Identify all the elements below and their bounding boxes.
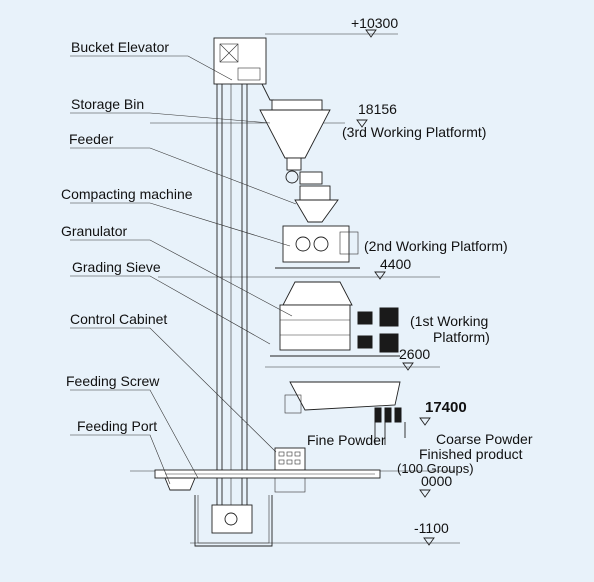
- label-granulator: Granulator: [61, 223, 128, 239]
- label-grading-sieve: Grading Sieve: [72, 259, 161, 275]
- storage-bin-drawing: [259, 99, 331, 171]
- label-bucket-elevator: Bucket Elevator: [71, 39, 170, 55]
- label-third-platform: (3rd Working Platformt): [342, 124, 487, 140]
- compacting-machine-drawing: [275, 225, 360, 269]
- leader-lines: [70, 55, 297, 485]
- label-finished-product: Finished product: [419, 446, 523, 462]
- feeding-screw-drawing: [154, 469, 381, 479]
- label-first-platform-line1: (1st Working: [410, 313, 489, 329]
- label-storage-bin: Storage Bin: [71, 96, 145, 112]
- label-coarse-powder: Coarse Powder: [436, 431, 533, 447]
- granulator-drawing: [270, 281, 400, 357]
- label-feeder: Feeder: [69, 131, 114, 147]
- feeding-port-drawing: [164, 477, 196, 491]
- bucket-elevator-drawing: [211, 37, 274, 534]
- feeder-drawing: [285, 170, 339, 223]
- pit-drawing: [194, 495, 273, 547]
- elevation-markers: [356, 29, 435, 546]
- label-feeding-screw: Feeding Screw: [66, 373, 160, 389]
- grading-sieve-drawing: [284, 381, 406, 445]
- label-compacting-machine: Compacting machine: [61, 186, 193, 202]
- elevation-sieve-level: 17400: [425, 399, 467, 416]
- label-control-cabinet: Control Cabinet: [70, 311, 168, 327]
- label-groups: (100 Groups): [397, 461, 474, 476]
- elevation-second-platform: 4400: [380, 256, 412, 272]
- label-first-platform-line2: Platform): [433, 329, 490, 345]
- elevation-first-platform: 2600: [399, 346, 431, 362]
- elevation-ground: 0000: [421, 473, 453, 489]
- elevation-third-platform: 18156: [358, 101, 397, 117]
- label-second-platform: (2nd Working Platform): [364, 238, 508, 254]
- label-fine-powder: Fine Powder: [307, 432, 386, 448]
- label-feeding-port: Feeding Port: [77, 418, 158, 434]
- elevation-pit: -1100: [414, 520, 449, 536]
- elevation-top: +10300: [351, 15, 399, 31]
